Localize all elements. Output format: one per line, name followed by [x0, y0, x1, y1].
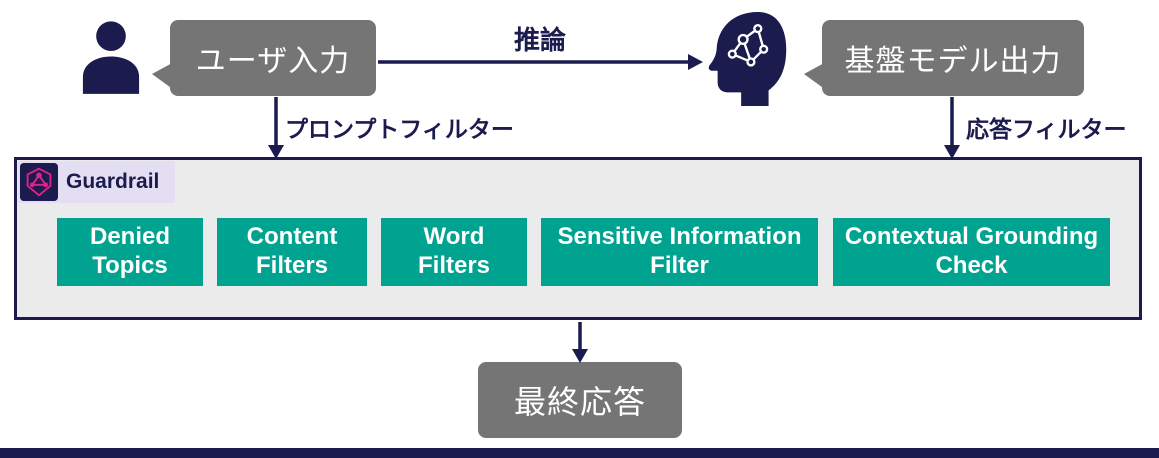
prompt-filter-label: プロンプトフィルター: [285, 116, 514, 142]
ai-head-circuit-icon: [700, 10, 796, 108]
guardrail-header: Guardrail: [18, 161, 176, 203]
final-response-box: 最終応答: [478, 362, 682, 438]
final-response-label: 最終応答: [513, 384, 646, 420]
inference-label: 推論: [513, 25, 566, 55]
filter-box-denied-topics: Denied Topics: [57, 218, 203, 286]
model-output-bubble: 基盤モデル出力: [804, 20, 1084, 96]
guardrail-title: Guardrail: [66, 170, 160, 193]
user-input-label: ユーザ入力: [195, 45, 351, 78]
speech-tail: [152, 62, 174, 90]
bottom-bar: [0, 448, 1159, 458]
model-output-label: 基盤モデル出力: [844, 45, 1062, 78]
filter-box-sensitive-information-filter: Sensitive Information Filter: [541, 218, 818, 286]
guardrail-shield-icon: [20, 163, 58, 201]
person-icon: [72, 16, 150, 100]
speech-tail: [804, 62, 826, 90]
response-filter-label: 応答フィルター: [966, 116, 1127, 142]
filter-box-content-filters: Content Filters: [217, 218, 367, 286]
filter-box-contextual-grounding-check: Contextual Grounding Check: [833, 218, 1110, 286]
user-input-bubble: ユーザ入力: [152, 20, 376, 96]
filter-box-word-filters: Word Filters: [381, 218, 527, 286]
